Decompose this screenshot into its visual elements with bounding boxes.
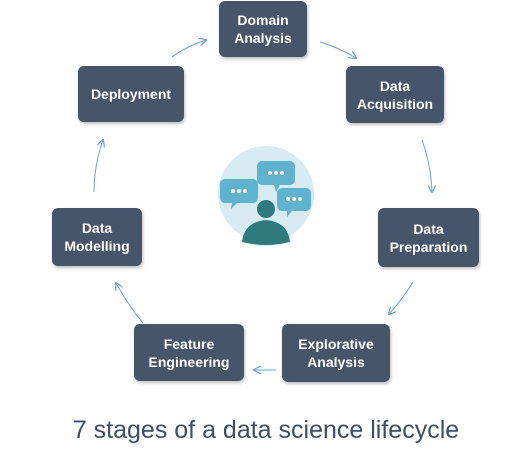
arrow-preparation-to-explorative <box>389 281 414 314</box>
arrow-domain-to-acquisition <box>319 41 356 58</box>
stage-feature-engineering: Feature Engineering <box>134 324 244 381</box>
stage-explorative-analysis: Explorative Analysis <box>282 324 390 382</box>
arrow-deployment-to-domain <box>171 40 206 58</box>
arrow-acquisition-to-preparation <box>421 139 432 192</box>
stage-data-preparation: Data Preparation <box>378 208 479 267</box>
diagram-caption: 7 stages of a data science lifecycle <box>72 416 460 444</box>
stage-deployment: Deployment <box>78 66 184 122</box>
stage-domain-analysis: Domain Analysis <box>219 1 307 57</box>
arrow-modelling-to-deployment <box>93 140 103 193</box>
stage-data-acquisition: Data Acquisition <box>346 66 444 123</box>
stage-data-modelling: Data Modelling <box>52 208 142 266</box>
arrow-feature-to-modelling <box>116 283 144 324</box>
